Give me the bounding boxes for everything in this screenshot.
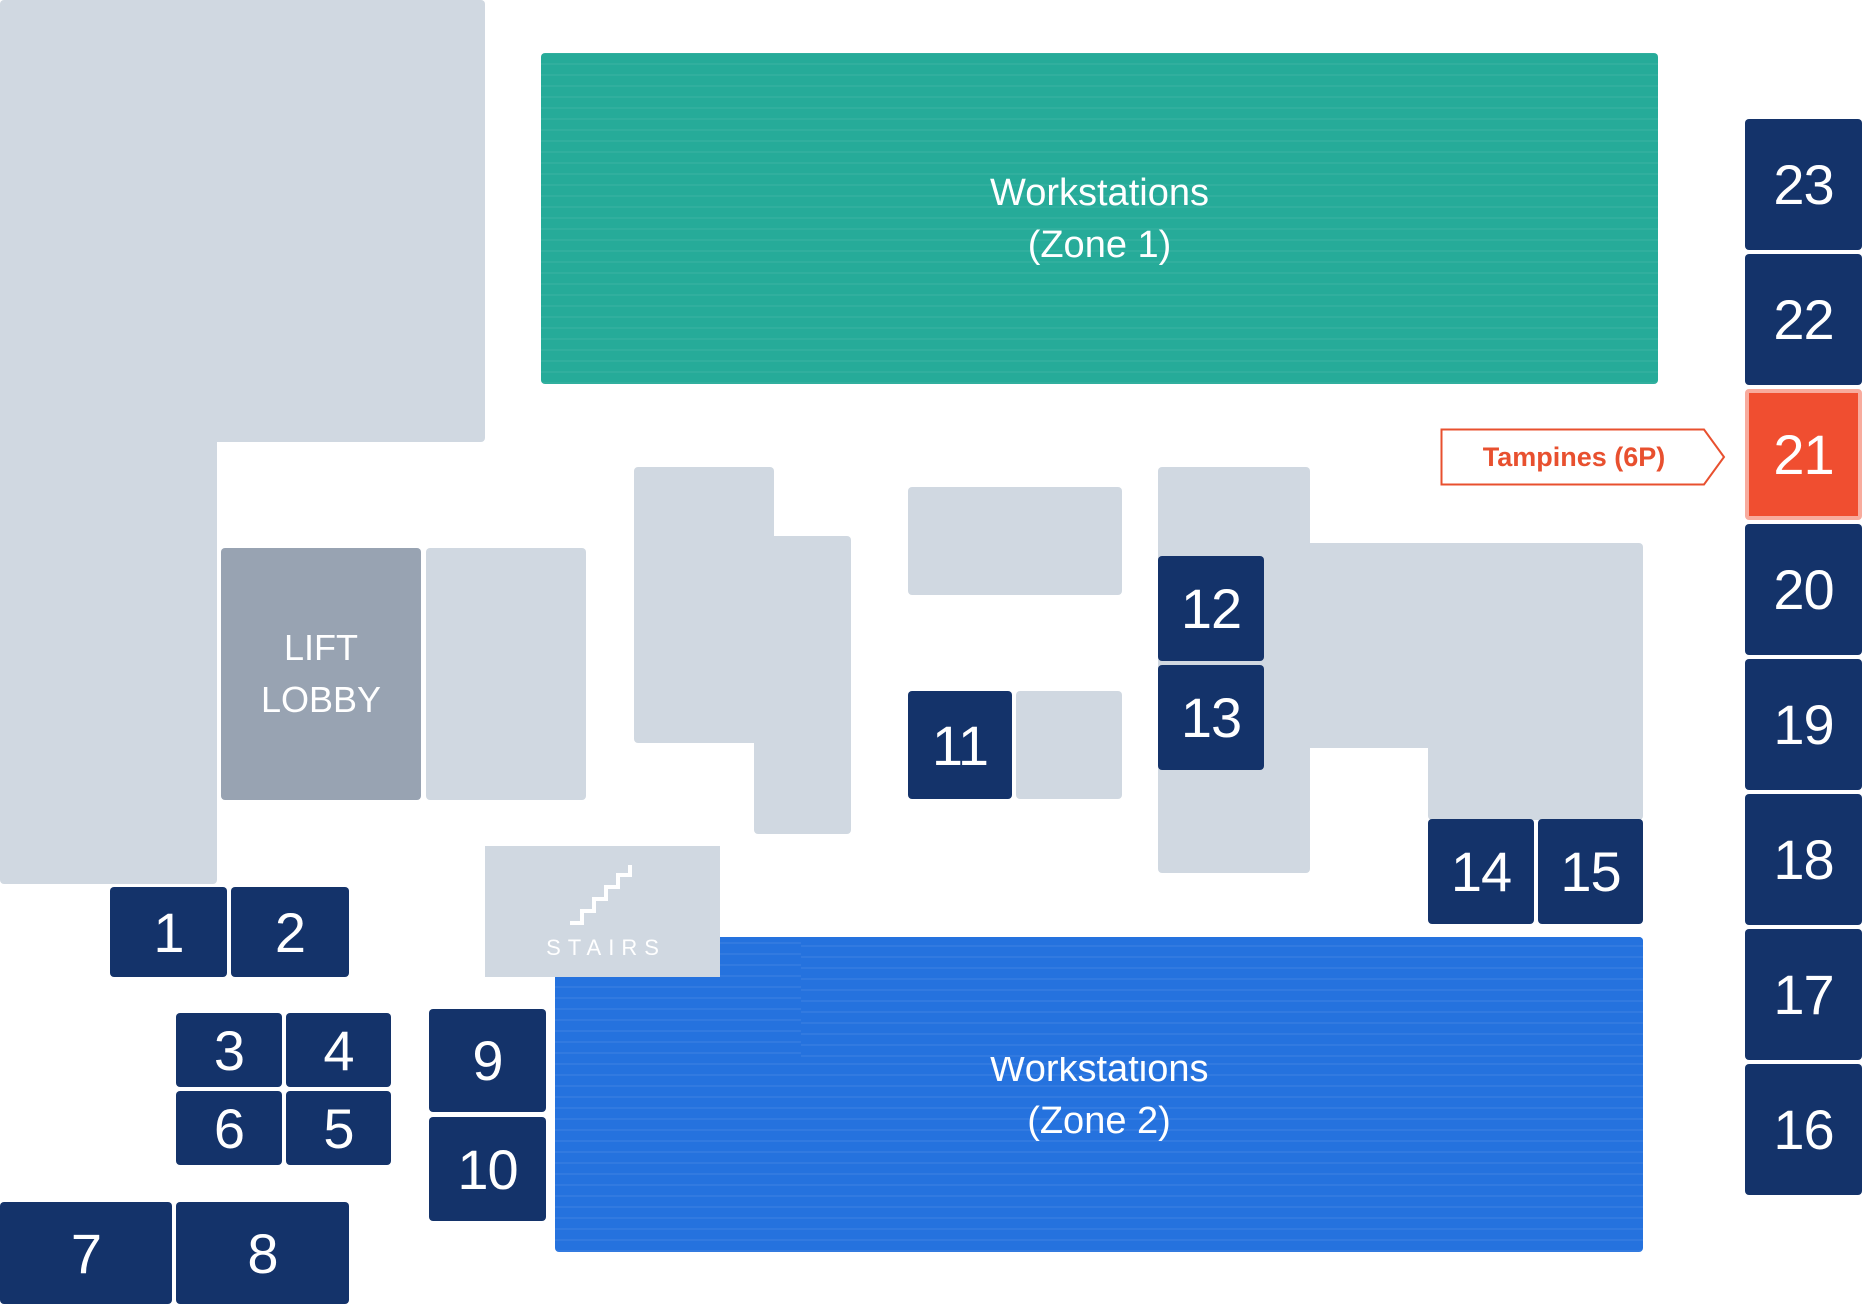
room-19[interactable]: 19 (1745, 659, 1862, 790)
room-7[interactable]: 7 (0, 1202, 172, 1304)
room-6[interactable]: 6 (176, 1091, 282, 1165)
room-5[interactable]: 5 (286, 1091, 391, 1165)
room-21-selected[interactable]: 21 (1745, 389, 1862, 520)
room-4[interactable]: 4 (286, 1013, 391, 1087)
room-9[interactable]: 9 (429, 1009, 546, 1112)
zone-1-title: Workstations (990, 171, 1209, 214)
lift-lobby-line1: LIFT (283, 627, 358, 668)
workstations-zone-1[interactable]: Workstations (Zone 1) (541, 53, 1658, 384)
room-16[interactable]: 16 (1745, 1064, 1862, 1195)
area-center-left-top (634, 467, 774, 743)
workstations-zone-2-top-extension[interactable] (801, 937, 1643, 1057)
zone-2-subtitle: (Zone 2) (1027, 1099, 1171, 1142)
callout-pointer-shape (1440, 428, 1726, 486)
zone-1-subtitle: (Zone 1) (1027, 223, 1172, 266)
room-23[interactable]: 23 (1745, 119, 1862, 250)
room-15[interactable]: 15 (1538, 819, 1643, 924)
room-13[interactable]: 13 (1158, 665, 1264, 770)
room-3[interactable]: 3 (176, 1013, 282, 1087)
callout-label: Tampines (6P) (1482, 441, 1666, 472)
lift-lobby: LIFT LOBBY (221, 548, 421, 800)
room-12[interactable]: 12 (1158, 556, 1264, 661)
room-11[interactable]: 11 (908, 691, 1012, 799)
room-18[interactable]: 18 (1745, 794, 1862, 925)
area-west-block-top (0, 0, 485, 442)
area-center-top (908, 487, 1122, 595)
lift-lobby-line2: LOBBY (260, 679, 382, 720)
area-east-block-bottom (1428, 740, 1643, 820)
area-east-block-top (1300, 543, 1643, 748)
stairs: STAIRS (485, 846, 720, 977)
stairs-icon (569, 864, 632, 925)
room-1[interactable]: 1 (110, 887, 227, 977)
room-2[interactable]: 2 (231, 887, 349, 977)
room-10[interactable]: 10 (429, 1117, 546, 1221)
stairs-label: STAIRS (546, 934, 666, 960)
area-beside-lift (426, 548, 586, 800)
room-20[interactable]: 20 (1745, 524, 1862, 655)
room-17[interactable]: 17 (1745, 929, 1862, 1060)
room-callout: Tampines (6P) (1440, 428, 1726, 486)
room-14[interactable]: 14 (1428, 819, 1534, 924)
room-22[interactable]: 22 (1745, 254, 1862, 385)
area-west-block-bottom (0, 430, 217, 884)
area-center-left-bottom (754, 536, 851, 834)
area-center-small (1016, 691, 1122, 799)
room-8[interactable]: 8 (176, 1202, 349, 1304)
